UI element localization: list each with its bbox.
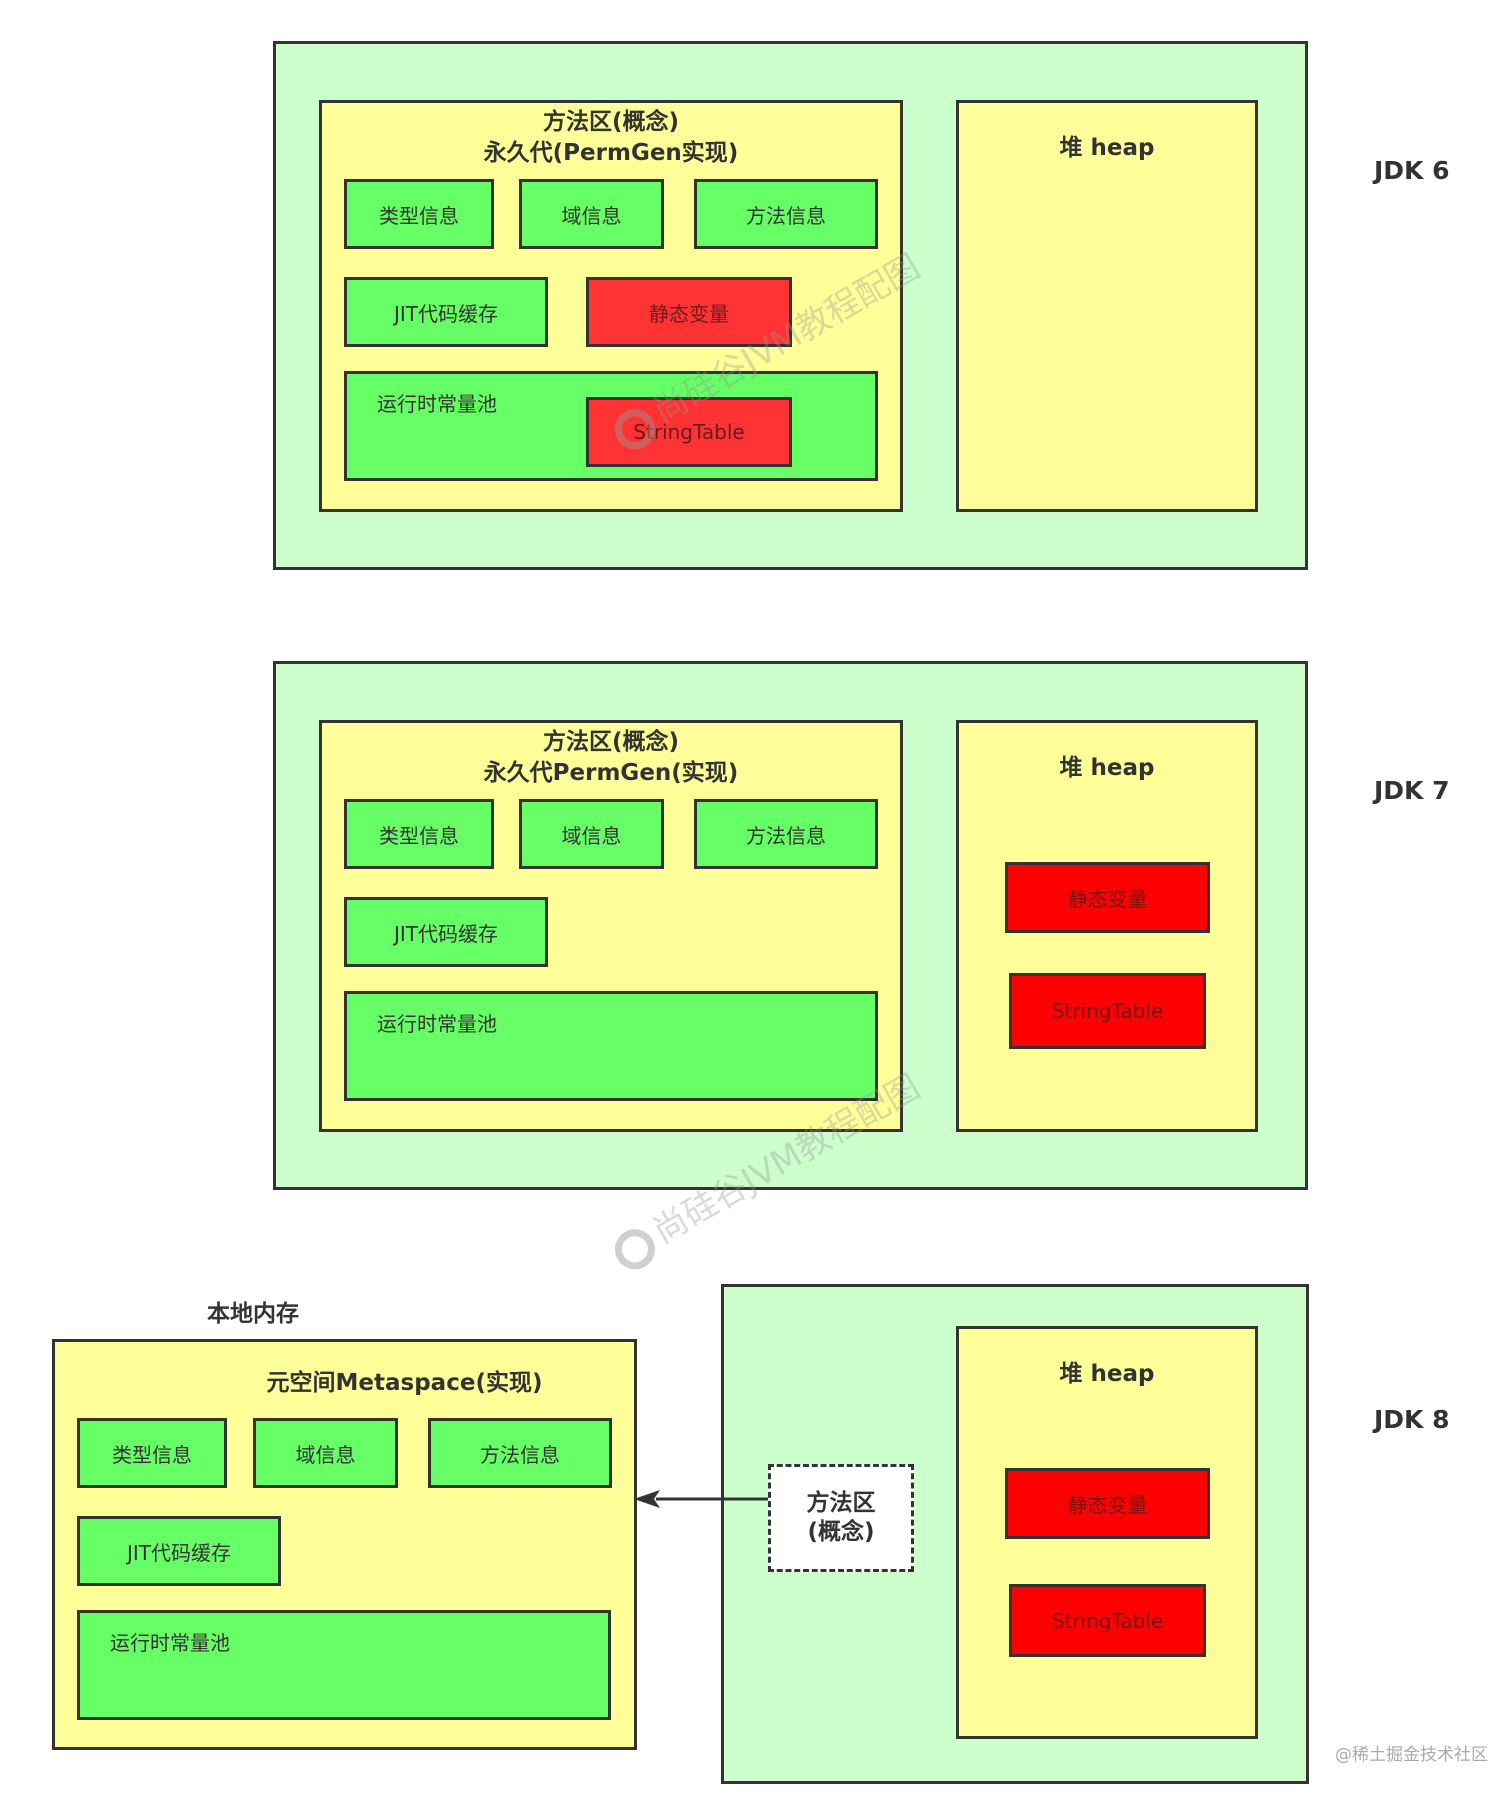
label: 方法信息 [480,1442,560,1467]
label: 方法信息 [746,823,826,848]
label: 类型信息 [112,1442,192,1467]
jdk7-method-area-title: 方法区(概念) 永久代PermGen(实现) [322,727,900,789]
label: StringTable [1051,1608,1164,1633]
label: 域信息 [561,823,622,848]
concept-line2: (概念) [807,1519,875,1545]
title-line2: 永久代PermGen(实现) [483,760,739,786]
jdk8-field-info: 域信息 [253,1418,398,1488]
jdk6-jit-cache: JIT代码缓存 [344,277,548,347]
concept-line1: 方法区 [806,1490,876,1516]
jdk6-heap: 堆 heap [956,100,1258,512]
label: 静态变量 [1067,1493,1148,1517]
jdk8-heap-static-vars: 静态变量 [1005,1468,1210,1539]
label: 域信息 [295,1442,356,1467]
jdk8-heap-string-table: StringTable [1009,1584,1206,1657]
label: StringTable [633,420,745,444]
jdk7-heap-string-table: StringTable [1009,973,1206,1049]
label: 静态变量 [649,301,729,326]
title-line1: 方法区(概念) [542,109,680,135]
jdk8-jit-cache: JIT代码缓存 [77,1516,281,1586]
label: JIT代码缓存 [126,1540,231,1565]
label: 类型信息 [379,823,459,848]
label: 静态变量 [1067,887,1148,911]
jdk6-string-table: StringTable [586,397,792,467]
label: StringTable [1051,999,1164,1023]
jdk8-runtime-constant-pool: 运行时常量池 [77,1610,611,1720]
jdk6-field-info: 域信息 [519,179,664,249]
jdk6-static-vars: 静态变量 [586,277,792,347]
jdk8-method-area-concept: 方法区 (概念) [768,1464,914,1572]
jdk6-method-info: 方法信息 [694,179,878,249]
native-memory-label: 本地内存 [207,1301,299,1327]
jdk7-method-info: 方法信息 [694,799,878,869]
jdk8-method-info: 方法信息 [428,1418,612,1488]
label: JIT代码缓存 [393,301,498,326]
label: 运行时常量池 [377,1012,497,1036]
label: JIT代码缓存 [393,921,498,946]
jdk8-label: JDK 8 [1374,1405,1450,1434]
jdk6-label: JDK 6 [1374,156,1450,185]
jdk7-runtime-constant-pool: 运行时常量池 [344,991,878,1101]
jdk7-label: JDK 7 [1374,776,1450,805]
jdk7-field-info: 域信息 [519,799,664,869]
heap-title: 堆 heap [1059,755,1155,781]
jdk6-method-area-title: 方法区(概念) 永久代(PermGen实现) [322,107,900,169]
arrow-icon [634,1490,768,1508]
label: 运行时常量池 [377,392,497,416]
label: 类型信息 [379,203,459,228]
footer-credit: @稀土掘金技术社区 [1335,1745,1488,1765]
label: 方法信息 [746,203,826,228]
heap-title: 堆 heap [1059,1361,1155,1387]
metaspace-title: 元空间Metaspace(实现) [266,1370,543,1396]
heap-title: 堆 heap [1059,135,1155,161]
jdk7-jit-cache: JIT代码缓存 [344,897,548,967]
title-line2: 永久代(PermGen实现) [483,140,739,166]
jdk7-type-info: 类型信息 [344,799,494,869]
jdk8-type-info: 类型信息 [77,1418,227,1488]
label: 运行时常量池 [110,1631,230,1655]
title-line1: 方法区(概念) [542,729,680,755]
label: 域信息 [561,203,622,228]
jdk7-heap-static-vars: 静态变量 [1005,862,1210,933]
jdk6-type-info: 类型信息 [344,179,494,249]
